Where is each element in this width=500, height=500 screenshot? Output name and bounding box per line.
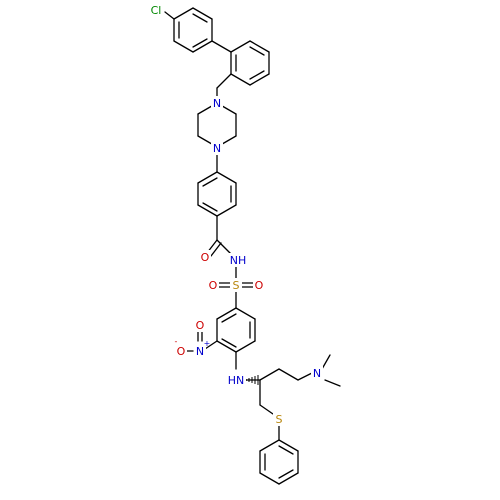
atom-sulfonyl-o-left: O — [207, 278, 219, 292]
bond — [216, 171, 237, 184]
atom-amine-nh: HN — [226, 373, 246, 387]
bond — [297, 372, 313, 381]
atom-piperazine-n-bottom: N — [211, 141, 223, 155]
atom-label: O — [201, 251, 210, 264]
atom-label: N — [196, 345, 204, 358]
atom-label: O — [177, 345, 186, 358]
atom-nitro-o-minus: O - — [175, 337, 187, 358]
bond — [230, 40, 251, 53]
atom-label: HN — [228, 374, 245, 387]
bond — [210, 242, 222, 257]
bond — [249, 70, 265, 80]
bond — [164, 11, 175, 20]
bond — [235, 340, 256, 353]
atom-chlorine: Cl — [147, 3, 164, 17]
atom-sulfonyl-s: S — [230, 278, 242, 292]
bond — [211, 40, 232, 53]
bond — [173, 7, 194, 20]
bond — [278, 368, 299, 381]
atom-label: S — [233, 279, 240, 292]
atom-label: O — [255, 279, 264, 292]
bond — [192, 13, 208, 23]
bond — [324, 379, 341, 387]
bond — [278, 439, 299, 452]
atom-label: O — [209, 279, 218, 292]
bond — [221, 338, 237, 348]
bond — [216, 307, 237, 320]
atom-piperazine-n-top: N — [211, 96, 223, 110]
atom-label: N — [213, 97, 221, 110]
bond — [197, 171, 218, 184]
bond — [216, 204, 237, 217]
bond — [192, 38, 208, 48]
atom-label: NH — [230, 254, 247, 267]
bond — [192, 40, 213, 53]
bond — [249, 40, 270, 53]
atom-labels: Cl N N O NH S O O — [147, 3, 323, 426]
bond — [197, 204, 218, 217]
bond — [321, 354, 331, 370]
bond — [216, 239, 232, 255]
bond — [259, 472, 280, 485]
atom-sulfonyl-o-right: O — [253, 278, 265, 292]
bond — [249, 73, 270, 86]
bond — [202, 177, 218, 187]
bonds — [164, 7, 341, 485]
atom-label: S — [276, 413, 283, 426]
atom-amide-oxygen: O — [199, 250, 211, 264]
atom-dimethylamino-n: N — [311, 366, 323, 380]
bond — [173, 40, 194, 53]
bond — [278, 445, 294, 455]
atom-label: O — [196, 319, 205, 332]
bond — [249, 46, 265, 56]
bond — [216, 73, 232, 89]
charge-label: + — [204, 339, 211, 348]
bond — [235, 307, 256, 320]
bond — [278, 472, 299, 485]
atom-label: N — [313, 367, 321, 380]
atom-label: N — [213, 142, 221, 155]
bond — [192, 7, 213, 20]
atom-amide-nh: NH — [228, 253, 248, 267]
bond — [202, 202, 218, 212]
atom-label: Cl — [151, 4, 162, 17]
charge-label: - — [175, 337, 178, 346]
bond — [259, 439, 280, 452]
atom-thioether-s: S — [273, 412, 285, 426]
bond — [230, 73, 251, 86]
bond — [259, 368, 280, 381]
bond — [204, 340, 218, 350]
bond — [221, 313, 237, 323]
bond — [259, 404, 274, 415]
atom-nitro-n: N + — [194, 339, 210, 358]
bond — [278, 469, 294, 479]
bond — [216, 340, 237, 353]
atom-nitro-o-top: O — [194, 318, 206, 332]
